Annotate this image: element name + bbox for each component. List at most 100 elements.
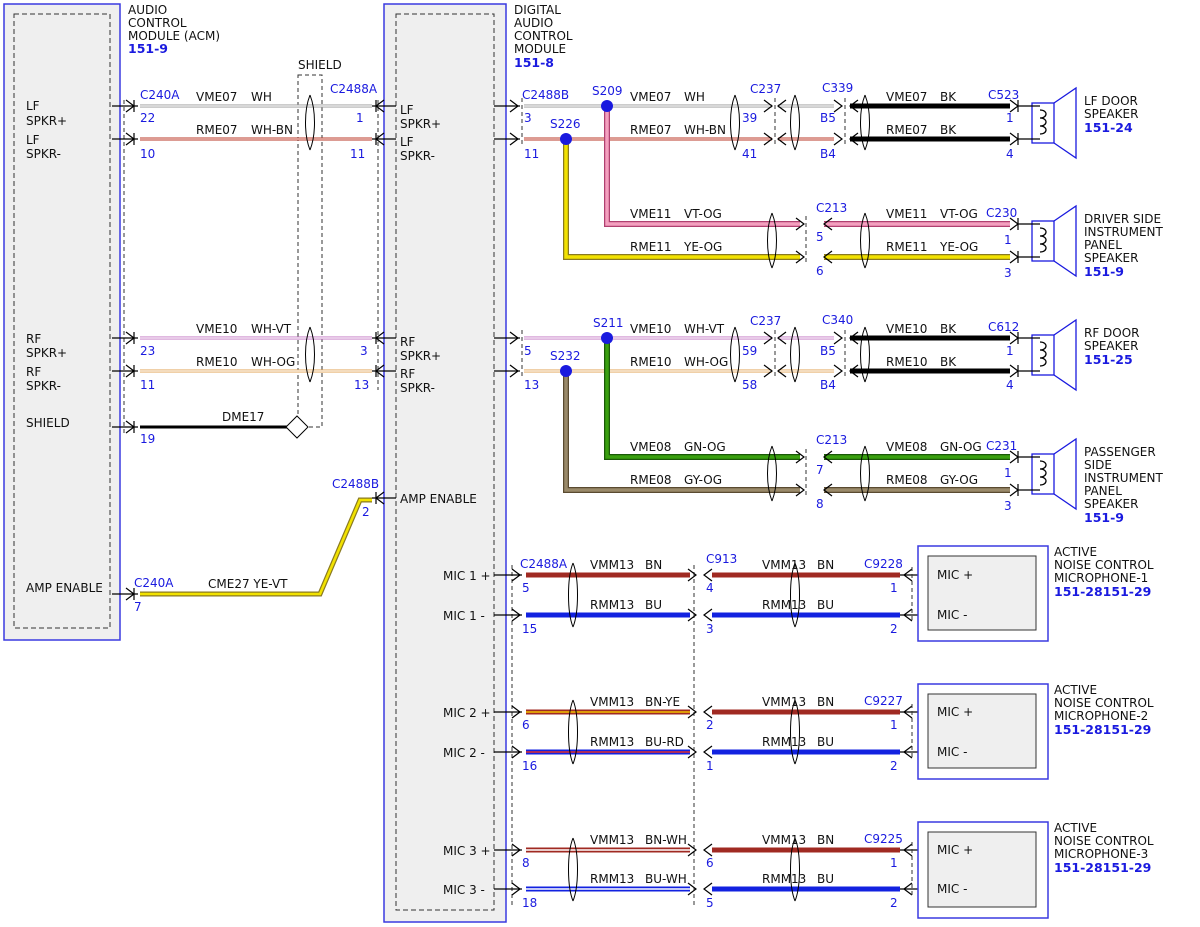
- label-rme10-bk: RME10: [886, 355, 928, 369]
- pin-c2488b-13: 13: [524, 378, 539, 392]
- mic1-title-1: ACTIVE: [1054, 545, 1097, 559]
- dacm-title-4: MODULE: [514, 42, 566, 56]
- dacm-pin-mic3-neg: MIC 3 -: [443, 883, 485, 897]
- label-whog-right: WH-OG: [684, 355, 728, 369]
- dacm-pin-lf-pos-2: SPKR+: [400, 117, 441, 131]
- label-m3-rmm-b: RMM13: [762, 872, 806, 886]
- label-rme07-bk: RME07: [886, 123, 928, 137]
- label-m2-bnye: BN-YE: [645, 695, 680, 709]
- label-gnog: GN-OG: [684, 440, 726, 454]
- mic3-title-3: MICROPHONE-3: [1054, 847, 1148, 861]
- acm-module: [3, 3, 121, 641]
- pin-c213-7: 7: [816, 463, 824, 477]
- spk-pass-1: PASSENGER: [1084, 445, 1156, 459]
- pin-acm-10: 10: [140, 147, 155, 161]
- pin-c612-4: 4: [1006, 378, 1014, 392]
- label-yeog-b: YE-OG: [939, 240, 978, 254]
- spk-pass-3: INSTRUMENT: [1084, 471, 1163, 485]
- pin-c9228-2: 2: [890, 622, 898, 636]
- label-vme08: VME08: [630, 440, 671, 454]
- label-m2-rmm: RMM13: [590, 735, 634, 749]
- dacm-pin-lf-neg-2: SPKR-: [400, 149, 435, 163]
- dacm-left-arrows: [372, 99, 396, 505]
- conn-c9227: C9227: [864, 694, 903, 708]
- shield-label: SHIELD: [298, 58, 342, 72]
- speaker-icon-lf-door: [1018, 86, 1077, 160]
- twist-symbol-lf-left: [305, 94, 315, 151]
- pin-c2488b-3: 3: [524, 111, 532, 125]
- splice-s211: [601, 332, 613, 344]
- label-rme10-left: RME10: [196, 355, 238, 369]
- dacm-module: [383, 3, 507, 923]
- pin-c231-1: 1: [1004, 466, 1012, 480]
- mic2-pos: MIC +: [937, 705, 973, 719]
- wire-cme27: [140, 497, 372, 597]
- dacm-title-3: CONTROL: [514, 29, 573, 43]
- pin-acm-22: 22: [140, 111, 155, 125]
- dacm-pin-mic1-pos: MIC 1 +: [443, 569, 491, 583]
- spk-rf-door-ref: 151-25: [1084, 352, 1133, 367]
- label-m3-bn-b: BN: [817, 833, 834, 847]
- acm-pin-rf-neg-2: SPKR-: [26, 379, 61, 393]
- spk-pass-4: PANEL: [1084, 484, 1122, 498]
- inline-connector-arrows: [763, 99, 1019, 497]
- pin-c913-1: 1: [706, 759, 714, 773]
- splice-s211-label: S211: [593, 316, 624, 330]
- pin-mic-16: 16: [522, 759, 537, 773]
- spk-driver-3: PANEL: [1084, 238, 1122, 252]
- label-bk-2: BK: [940, 123, 957, 137]
- pin-c339-b4: B4: [820, 147, 836, 161]
- pin-c2488a-13: 13: [354, 378, 369, 392]
- conn-c913: C913: [706, 552, 737, 566]
- pin-c213-6: 6: [816, 264, 824, 278]
- pin-c230-1: 1: [1004, 233, 1012, 247]
- mic2-title-1: ACTIVE: [1054, 683, 1097, 697]
- label-vme10-right: VME10: [630, 322, 671, 336]
- acm-arrows: [112, 99, 138, 601]
- wire-vme08: [604, 338, 1010, 460]
- mic3-neg: MIC -: [937, 882, 967, 896]
- mic3-module: [917, 821, 1049, 919]
- pin-c231-3: 3: [1004, 499, 1012, 513]
- pin-acm-7: 7: [134, 600, 142, 614]
- dacm-pin-rf-pos-2: SPKR+: [400, 349, 441, 363]
- pin-c523-1: 1: [1006, 111, 1014, 125]
- spk-driver-2: INSTRUMENT: [1084, 225, 1163, 239]
- pin-c2488a-3: 3: [360, 344, 368, 358]
- speaker-icon-passenger-ip: [1018, 437, 1077, 511]
- label-m2-rmm-b: RMM13: [762, 735, 806, 749]
- label-wh-left: WH: [251, 90, 272, 104]
- label-m3-vmm-b: VMM13: [762, 833, 806, 847]
- label-vme07-right: VME07: [630, 90, 671, 104]
- pin-c9225-2: 2: [890, 896, 898, 910]
- pin-c913-2: 2: [706, 718, 714, 732]
- acm-pin-lf-pos-2: SPKR+: [26, 114, 67, 128]
- mic2-neg: MIC -: [937, 745, 967, 759]
- spk-lf-door-ref: 151-24: [1084, 120, 1133, 135]
- label-rme11: RME11: [630, 240, 672, 254]
- label-gnog-b: GN-OG: [940, 440, 982, 454]
- splice-s226-label: S226: [550, 117, 581, 131]
- conn-c230: C230: [986, 206, 1017, 220]
- label-dme17: DME17: [222, 410, 264, 424]
- mic2-title-3: MICROPHONE-2: [1054, 709, 1148, 723]
- conn-c240a-top: C240A: [140, 88, 180, 102]
- spk-pass-5: SPEAKER: [1084, 497, 1138, 511]
- pin-mic-6: 6: [522, 718, 530, 732]
- pin-acm-11: 11: [140, 378, 155, 392]
- label-m2-vmm-b: VMM13: [762, 695, 806, 709]
- dacm-title-1: DIGITAL: [514, 3, 561, 17]
- acm-ref: 151-9: [128, 41, 168, 56]
- pin-c230-3: 3: [1004, 266, 1012, 280]
- label-vme07-left: VME07: [196, 90, 237, 104]
- label-m1-rmm: RMM13: [590, 598, 634, 612]
- spk-lf-door-2: SPEAKER: [1084, 107, 1138, 121]
- label-m1-bn-b: BN: [817, 558, 834, 572]
- wire-rf-c237-c340: [778, 336, 834, 373]
- label-m2-bn-b: BN: [817, 695, 834, 709]
- conn-c612: C612: [988, 320, 1019, 334]
- label-whvt-right: WH-VT: [684, 322, 725, 336]
- mic-twist-symbols: [568, 562, 800, 902]
- label-m2-vmm: VMM13: [590, 695, 634, 709]
